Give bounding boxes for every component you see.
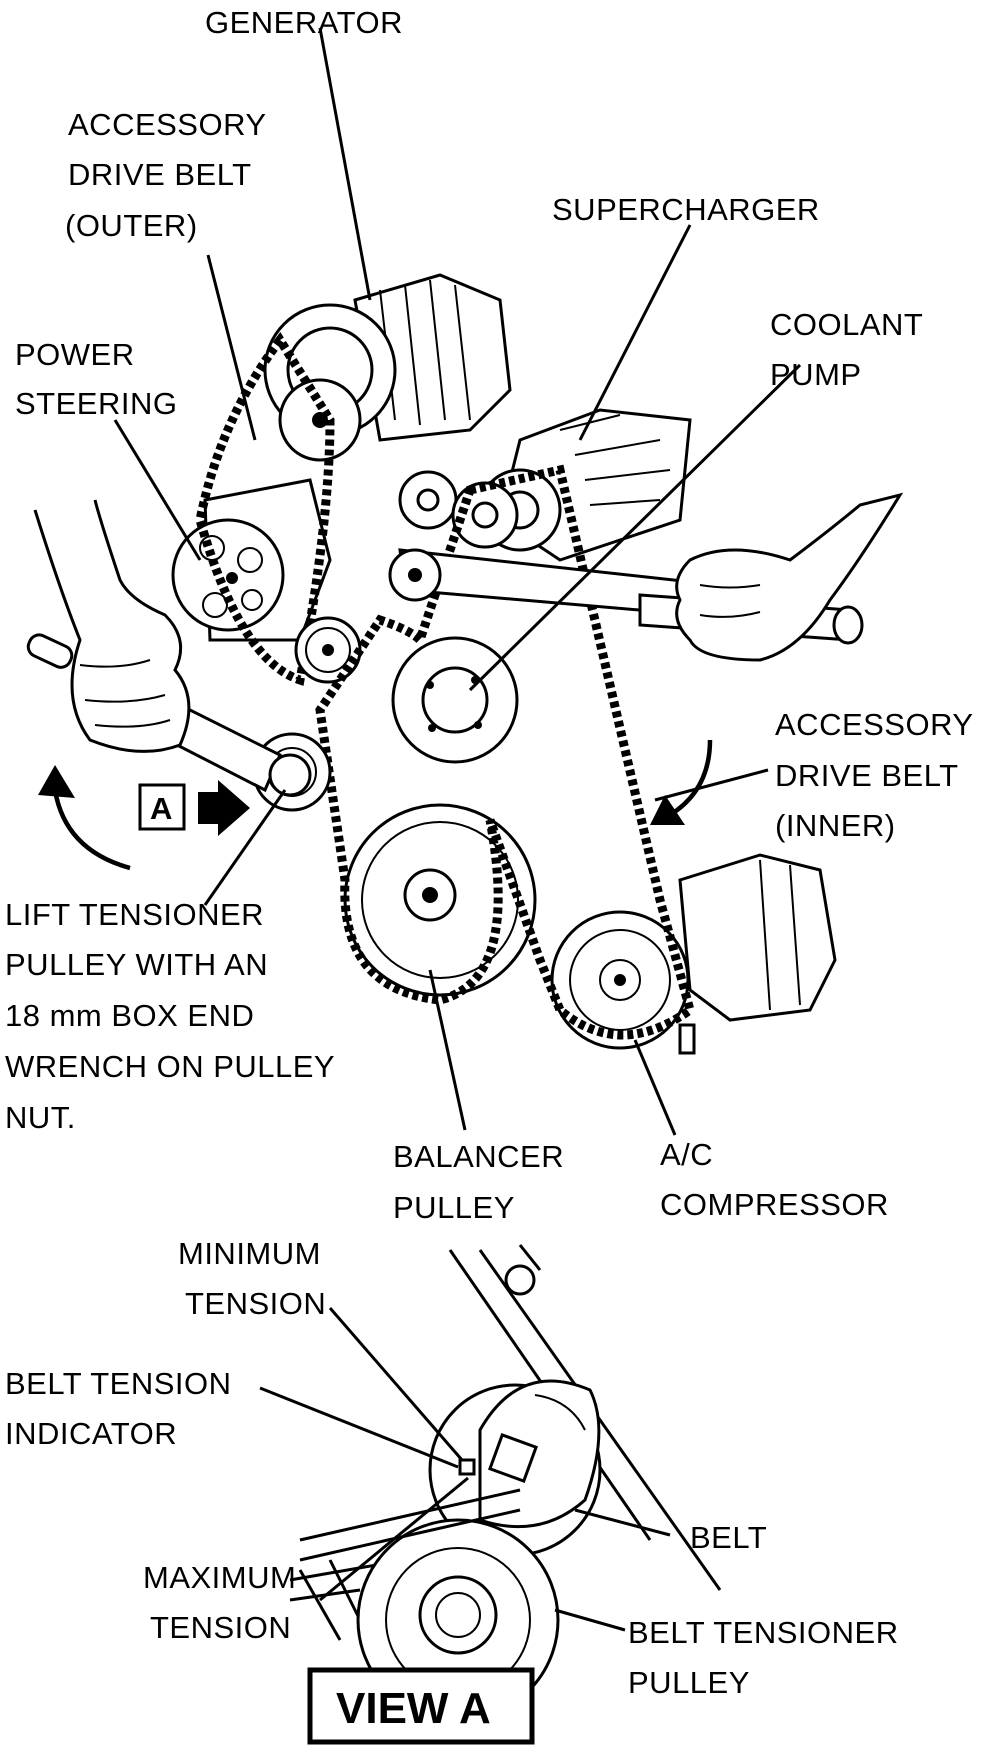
power-steering-pump	[171, 478, 332, 642]
view-a-marker: A	[138, 780, 250, 836]
view-a-marker-letter: A	[150, 791, 173, 826]
labels: GENERATOR ACCESSORY DRIVE BELT (OUTER) S…	[5, 5, 974, 1700]
label-indicator-line2: INDICATOR	[5, 1416, 177, 1451]
label-lift-line4: WRENCH ON PULLEY	[5, 1049, 335, 1084]
label-lift-line1: LIFT TENSIONER	[5, 897, 264, 932]
engine-accessory-drawing: A	[26, 273, 904, 1055]
label-belt-inner-line2: DRIVE BELT	[775, 758, 959, 793]
label-supercharger: SUPERCHARGER	[552, 192, 820, 227]
label-belt-inner-line1: ACCESSORY	[775, 707, 974, 742]
leader-lines-view-a	[259, 1307, 671, 1632]
view-a-title: VIEW A	[336, 1684, 491, 1733]
accessory-drive-belt-inner	[315, 464, 696, 1040]
label-belt-inner-line3: (INNER)	[775, 808, 896, 843]
label-belt-outer-line1: ACCESSORY	[68, 107, 267, 142]
label-lift-line3: 18 mm BOX END	[5, 998, 254, 1033]
label-coolant-line1: COOLANT	[770, 307, 923, 342]
label-min-tension-line2: TENSION	[185, 1286, 326, 1321]
label-belt-outer-line3: (OUTER)	[65, 208, 198, 243]
label-balancer-line2: PULLEY	[393, 1190, 515, 1225]
ac-compressor-unit	[550, 853, 837, 1055]
label-power-steering-line1: POWER	[15, 337, 135, 372]
label-lift-line5: NUT.	[5, 1100, 76, 1135]
label-max-tension-line2: TENSION	[150, 1610, 291, 1645]
rotation-arrows	[38, 739, 713, 871]
label-min-tension-line1: MINIMUM	[178, 1236, 321, 1271]
label-coolant-line2: PUMP	[770, 357, 862, 392]
label-balancer-line1: BALANCER	[393, 1139, 564, 1174]
balancer-pulley	[343, 803, 537, 997]
label-indicator-line1: BELT TENSION	[5, 1366, 232, 1401]
label-power-steering-line2: STEERING	[15, 386, 177, 421]
left-hand	[33, 499, 191, 753]
label-tensioner-line1: BELT TENSIONER	[628, 1615, 899, 1650]
coolant-pump-pulley	[391, 636, 519, 764]
label-belt-outer-line2: DRIVE BELT	[68, 157, 252, 192]
right-hand	[675, 492, 904, 662]
label-tensioner-line2: PULLEY	[628, 1665, 750, 1700]
label-lift-line2: PULLEY WITH AN	[5, 947, 268, 982]
label-ac-line2: COMPRESSOR	[660, 1187, 889, 1222]
label-ac-line1: A/C	[660, 1137, 713, 1172]
view-a-title-box: VIEW A	[307, 1667, 535, 1745]
label-belt: BELT	[690, 1520, 767, 1555]
label-generator: GENERATOR	[205, 5, 403, 40]
accessory-drive-belt-outer	[195, 332, 335, 686]
leader-lines-main	[113, 27, 802, 1136]
label-max-tension-line1: MAXIMUM	[143, 1560, 296, 1595]
